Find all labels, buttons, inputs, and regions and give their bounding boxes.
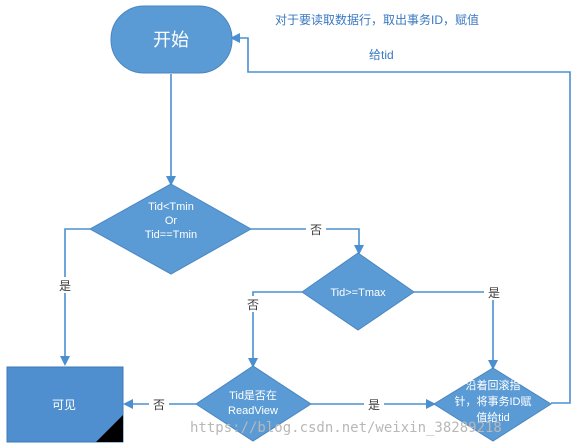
- visible-node-label: 可见: [52, 398, 76, 412]
- decision-tmin-line-1: Tid<Tmin: [148, 201, 194, 213]
- edge-tmax-yes-to-rollback: [414, 291, 498, 370]
- decision-tmin-line-3: Tid==Tmin: [145, 229, 197, 241]
- decision-tmax-label: Tid>=Tmax: [330, 287, 386, 299]
- edge-tmin-yes-to-visible: [60, 228, 90, 366]
- label-readview-yes: 是: [368, 398, 380, 412]
- process-rollback-line-3: 值给tid: [476, 411, 510, 424]
- decision-tmax: Tid>=Tmax: [301, 252, 415, 331]
- decision-readview-line-1: Tid是否在: [229, 389, 277, 402]
- edge-tmin-no-to-tmax: [251, 228, 364, 255]
- process-rollback: 沿着回滚指 针，将事务ID赋 值给tid: [433, 367, 552, 442]
- decision-readview-line-2: ReadView: [228, 405, 278, 417]
- note-line-2: 给tid: [369, 48, 394, 62]
- process-rollback-line-1: 沿着回滚指: [466, 378, 521, 392]
- label-tmax-no: 否: [247, 298, 259, 312]
- decision-tmin-line-2: Or: [165, 215, 178, 227]
- label-tmin-yes: 是: [59, 279, 71, 293]
- note-line-1: 对于要读取数据行，取出事务ID，赋值: [275, 12, 479, 27]
- process-rollback-line-2: 针，将事务ID赋: [455, 394, 532, 408]
- edge-rollback-loop-to-start: [230, 33, 571, 404]
- label-tmax-yes: 是: [488, 286, 500, 300]
- watermark: https://blog.csdn.net/weixin_38289218: [190, 420, 502, 436]
- start-node: 开始: [110, 5, 233, 74]
- start-node-label: 开始: [153, 30, 189, 50]
- label-tmin-no: 否: [310, 223, 322, 237]
- visible-node: 可见: [6, 366, 124, 443]
- edge-tmax-no-to-readview: [248, 291, 302, 368]
- label-readview-no: 否: [153, 398, 165, 412]
- decision-readview: Tid是否在 ReadView: [195, 365, 312, 442]
- decision-tmin: Tid<Tmin Or Tid==Tmin: [88, 183, 253, 275]
